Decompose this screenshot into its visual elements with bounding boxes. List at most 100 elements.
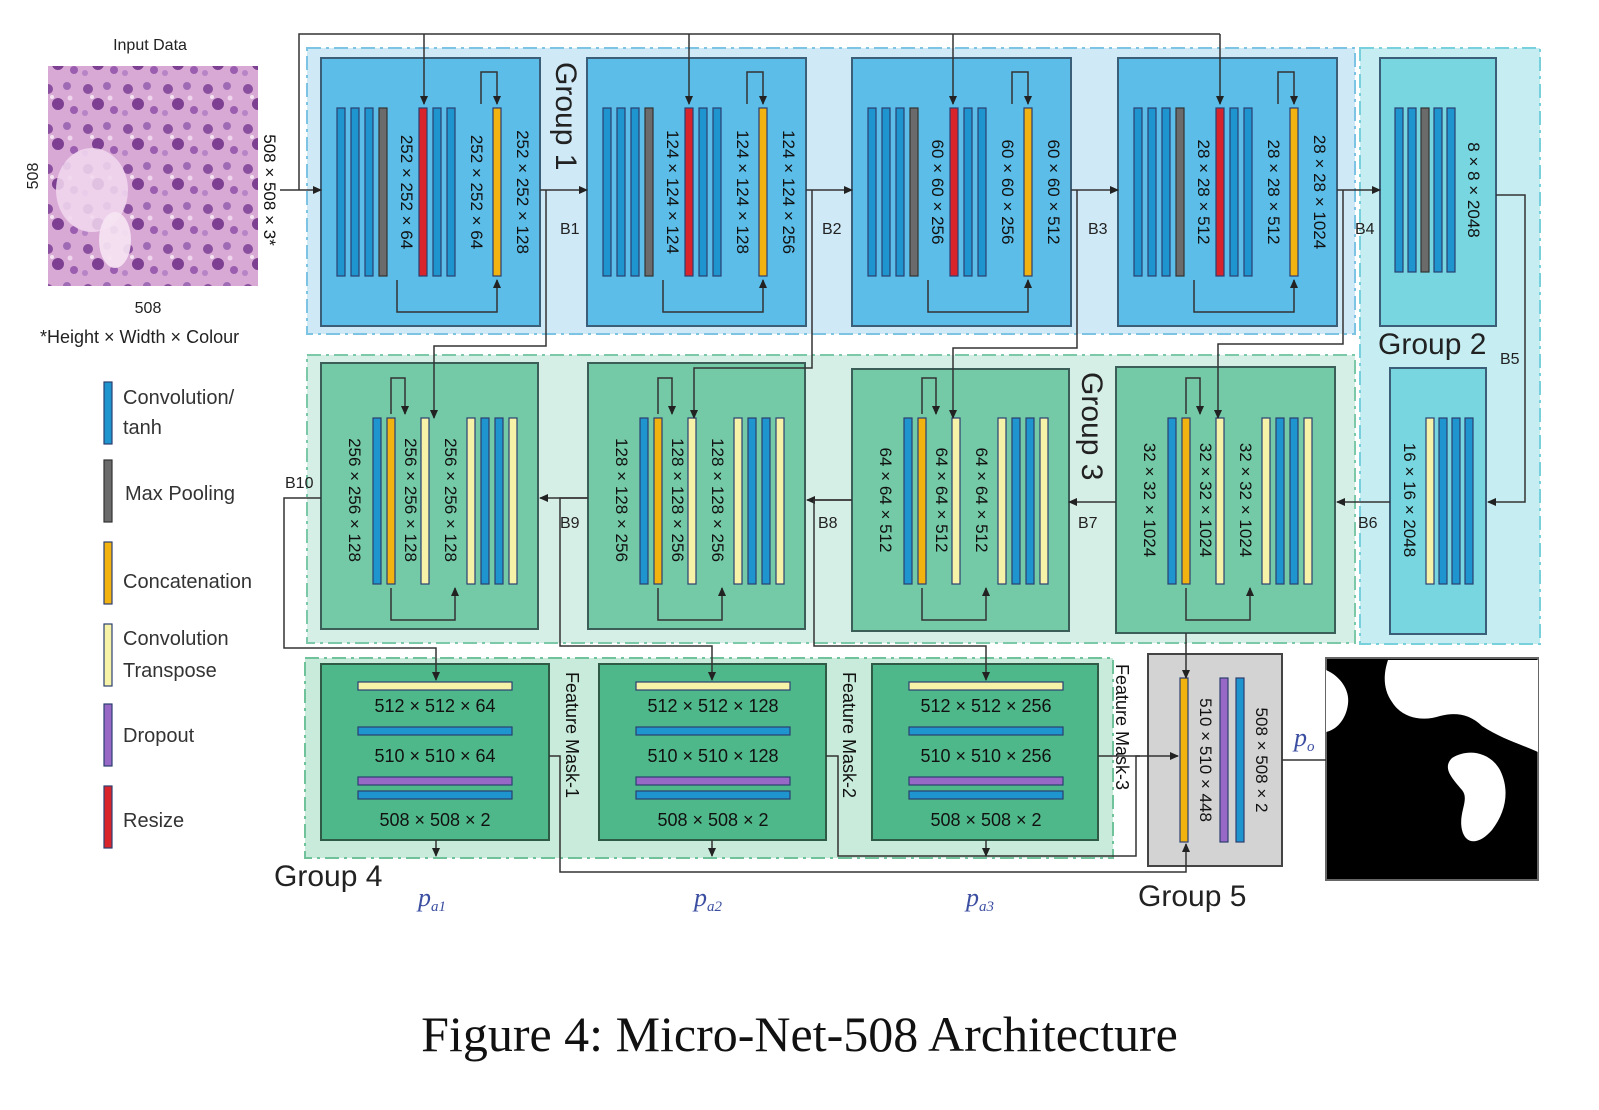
conv-transpose-layer [635, 681, 791, 691]
group-4-label: Group 4 [274, 860, 382, 893]
group-2-upsample-layers [1425, 417, 1474, 585]
skip-line [390, 587, 459, 621]
group-5-dims-1: 510 × 510 × 448 [1196, 698, 1215, 822]
output-prob-label-a3: pa3 [964, 883, 994, 915]
conv-layer [1464, 417, 1474, 585]
conv-transpose-layer [357, 681, 513, 691]
layer-dims: 512 × 512 × 256 [920, 696, 1051, 716]
legend-label: Concatenation [123, 571, 252, 593]
legend-swatch [103, 381, 113, 445]
layer-dims: 128 × 128 × 256 [612, 438, 631, 562]
legend-label: Convolution/ [123, 387, 235, 409]
resize-layer [418, 107, 428, 277]
legend-label: Resize [123, 810, 184, 832]
legend-swatch [103, 785, 113, 849]
dropout-layer [1219, 677, 1229, 843]
conv-layer [1438, 417, 1448, 585]
max-pool-layer [909, 107, 919, 277]
layer-dims: 28 × 28 × 512 [1194, 140, 1213, 245]
layer-dims: 64 × 64 × 512 [972, 448, 991, 553]
conv-layer [446, 107, 456, 277]
max-pool-layer [1420, 107, 1430, 273]
conv-transpose-layer [775, 417, 785, 585]
input-width-label: 508 [135, 300, 162, 317]
block-label-b5: B5 [1500, 351, 1520, 368]
layer-dims: 28 × 28 × 1024 [1310, 135, 1329, 249]
conv-layer [602, 107, 612, 277]
conv-layer [494, 417, 504, 585]
group-2-layers [1394, 107, 1456, 273]
layer-dims: 508 × 508 × 2 [930, 810, 1041, 830]
group-2-upsample-dims: 16 × 16 × 2048 [1400, 443, 1419, 557]
skip-line [949, 190, 1078, 419]
conv-layer [1167, 417, 1177, 585]
flow-line [1487, 194, 1526, 506]
conv-layer [1235, 677, 1245, 843]
conv-transpose-layer [1215, 417, 1225, 585]
mask-branch-line [813, 499, 990, 681]
block-label-b6: B6 [1358, 515, 1378, 532]
conv-layer [1275, 417, 1285, 585]
output-prob-label-a1: pa1 [416, 883, 446, 915]
skip-line [390, 377, 409, 415]
input-note: *Height × Width × Colour [40, 327, 239, 347]
conv-layer [350, 107, 360, 277]
output-mask-blob [1384, 660, 1538, 752]
skip-line [657, 377, 676, 415]
conv-layer [357, 726, 513, 736]
concat-layer [1289, 107, 1299, 277]
concat-layer [758, 107, 768, 277]
conv-layer [963, 107, 973, 277]
block-label-b4: B4 [1355, 221, 1375, 238]
layer-dims: 32 × 32 × 1024 [1236, 443, 1255, 557]
skip-line [430, 190, 547, 419]
max-pool-layer [378, 107, 388, 277]
layer-dims: 60 × 60 × 512 [1044, 140, 1063, 245]
dropout-layer [908, 776, 1064, 786]
concat-layer [653, 417, 663, 585]
layer-dims: 256 × 256 × 128 [401, 438, 420, 562]
conv-layer [1433, 107, 1443, 273]
conv-layer [712, 107, 722, 277]
layer-dims: 60 × 60 × 256 [928, 140, 947, 245]
layer-dims: 32 × 32 × 1024 [1140, 443, 1159, 557]
conv-layer [1011, 417, 1021, 585]
layer-dims: 124 × 124 × 128 [733, 130, 752, 254]
conv-layer [480, 417, 490, 585]
layer-dims: 510 × 510 × 128 [647, 746, 778, 766]
conv-layer [616, 107, 626, 277]
legend-swatch [103, 623, 113, 687]
conv-layer [432, 107, 442, 277]
conv-layer [1161, 107, 1171, 277]
conv-layer [761, 417, 771, 585]
conv-layer [1407, 107, 1417, 273]
conv-layer [1243, 107, 1253, 277]
conv-transpose-layer [1303, 417, 1313, 585]
max-pool-layer [644, 107, 654, 277]
conv-layer [747, 417, 757, 585]
max-pool-layer [1175, 107, 1185, 277]
layer-dims: 252 × 252 × 64 [397, 135, 416, 249]
layer-dims: 64 × 64 × 512 [876, 448, 895, 553]
conv-transpose-layer [908, 681, 1064, 691]
conv-transpose-layer [1039, 417, 1049, 585]
concat-layer [1023, 107, 1033, 277]
conv-layer [635, 790, 791, 800]
feature-mask-label-2: Feature Mask-2 [839, 672, 859, 798]
resize-layer [949, 107, 959, 277]
layer-dims: 508 × 508 × 2 [657, 810, 768, 830]
skip-line [1277, 71, 1298, 105]
conv-layer [1147, 107, 1157, 277]
legend-label: Transpose [123, 660, 217, 682]
skip-line [746, 71, 767, 105]
legend-label: Dropout [123, 725, 195, 747]
layer-dims: 128 × 128 × 256 [708, 438, 727, 562]
concat-layer [917, 417, 927, 585]
conv-layer [1133, 107, 1143, 277]
conv-transpose-layer [733, 417, 743, 585]
conv-layer [908, 726, 1064, 736]
layer-dims: 128 × 128 × 256 [668, 438, 687, 562]
resize-layer [684, 107, 694, 277]
